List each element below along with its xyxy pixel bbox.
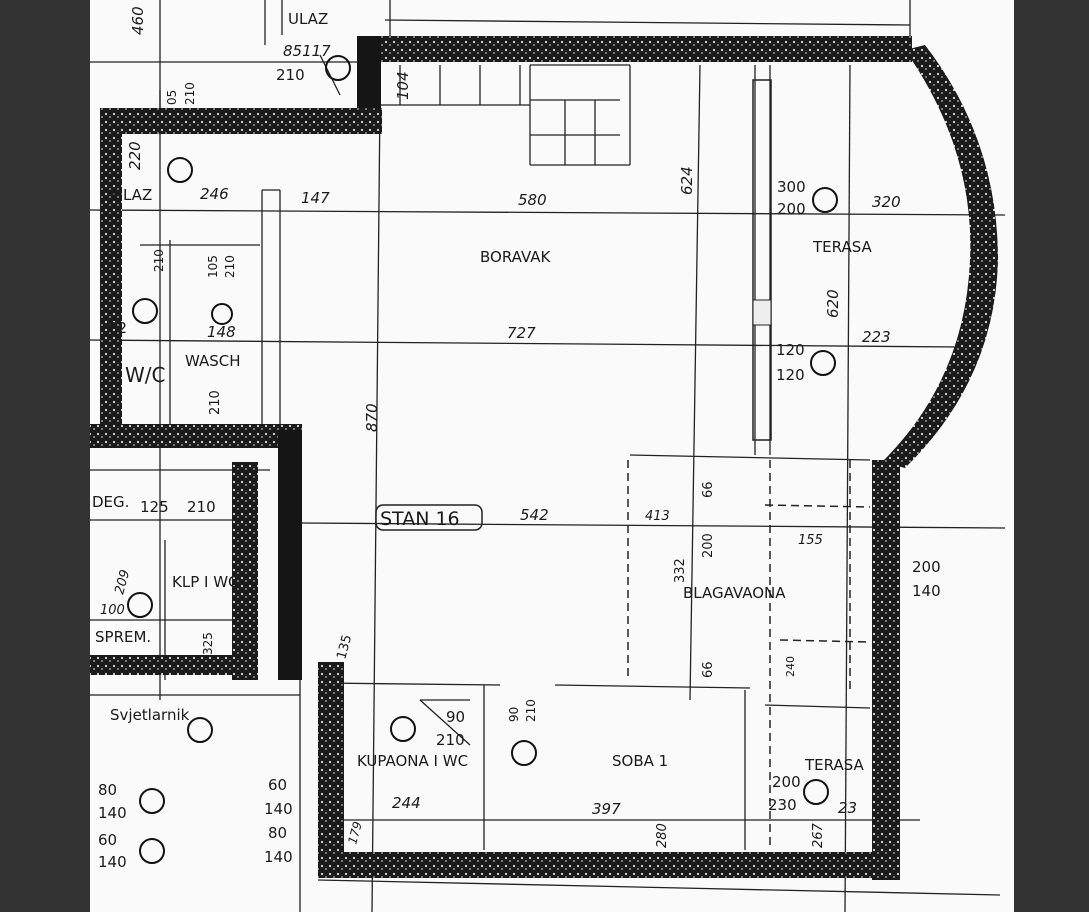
- dimension-label: 200: [701, 533, 716, 558]
- dimension-label: 210: [524, 699, 538, 722]
- dimension-label: 140: [912, 582, 941, 600]
- dimension-label: 23: [838, 799, 857, 817]
- dimension-label: 870: [363, 403, 381, 432]
- room-label-sprem: SPREM.: [95, 628, 151, 646]
- dimension-label: 105: [206, 255, 220, 278]
- room-label-ulaz: ULAZ: [112, 186, 152, 204]
- room-label-deg: DEG.: [92, 493, 129, 511]
- door-marker: [211, 303, 233, 325]
- dimension-label: 147: [301, 189, 330, 207]
- room-label-soba: SOBA 1: [612, 752, 668, 770]
- door-marker: [132, 298, 158, 324]
- dimension-label: 66: [701, 661, 716, 678]
- dimension-label: 135: [334, 633, 355, 661]
- room-label-terasa: TERASA: [812, 238, 873, 256]
- dimension-label: 05: [165, 90, 179, 105]
- floor-plan-scan: ULAZ ULAZ BORAVAK TERASA WASCH W/C DEG. …: [89, 0, 1014, 912]
- dimension-label: 210: [436, 731, 465, 749]
- dimension-label: 320: [872, 193, 901, 211]
- dimension-label: 200: [777, 200, 806, 218]
- room-label-klp-wc: KLP I WC: [172, 573, 239, 591]
- dimension-label: 140: [98, 804, 127, 822]
- dimension-label: 220: [126, 141, 144, 170]
- room-label-ulaz-top: ULAZ: [288, 10, 328, 28]
- dimension-label: 727: [507, 324, 536, 342]
- dimension-label: 80: [98, 781, 117, 799]
- dimension-label: 267: [811, 822, 826, 848]
- dimension-label: 90: [446, 708, 465, 726]
- dimension-label: 210: [187, 498, 216, 516]
- dimension-label: 66: [701, 481, 716, 498]
- dimension-label: 82: [108, 319, 127, 337]
- door-marker: [511, 740, 537, 766]
- dimension-label: 140: [98, 853, 127, 871]
- room-label-svjetlarnik: Svjetlarnik: [110, 706, 190, 724]
- room-labels: ULAZ ULAZ BORAVAK TERASA WASCH W/C DEG. …: [92, 10, 873, 774]
- dimension-label: 80: [268, 824, 287, 842]
- dimension-label: 240: [784, 656, 797, 677]
- dimension-label: 210: [208, 390, 223, 415]
- dimension-label: 120: [776, 366, 805, 384]
- dimension-label: 60: [98, 831, 117, 849]
- dimension-label: 85117: [283, 42, 331, 60]
- dimension-label: 413: [645, 509, 670, 524]
- door-marker: [139, 838, 165, 864]
- dimension-label: 223: [862, 328, 891, 346]
- dimension-label: 90: [507, 707, 521, 722]
- dimension-label: 140: [264, 800, 293, 818]
- dimension-lines: [89, 0, 1006, 912]
- dimension-label: 280: [655, 823, 670, 848]
- room-label-terasa-bottom: TERASA: [804, 756, 865, 774]
- dimension-label: 60: [268, 776, 287, 794]
- dimension-label: 209: [112, 568, 133, 596]
- dimension-label: 120: [776, 341, 805, 359]
- dimension-label: 332: [673, 558, 688, 583]
- dimension-label: 125: [140, 498, 169, 516]
- dimension-label: 155: [798, 533, 823, 548]
- door-marker: [803, 779, 829, 805]
- dimension-label: 397: [592, 800, 621, 818]
- door-marker: [139, 788, 165, 814]
- room-label-wasch: WASCH: [185, 352, 241, 370]
- door-marker: [812, 187, 838, 213]
- door-marker: [127, 592, 153, 618]
- door-marker: [325, 55, 351, 81]
- dimension-label: 210: [276, 66, 305, 84]
- room-label-boravak: BORAVAK: [480, 248, 552, 266]
- dimension-label: 140: [264, 848, 293, 866]
- dimension-label: 624: [678, 166, 696, 195]
- dimension-label: 200: [772, 773, 801, 791]
- dimension-label: 104: [394, 71, 412, 100]
- floor-plan-drawing: ULAZ ULAZ BORAVAK TERASA WASCH W/C DEG. …: [89, 0, 1006, 912]
- dimension-label: 210: [152, 249, 166, 272]
- dimension-label: 244: [392, 794, 421, 812]
- dimension-label: 230: [768, 796, 797, 814]
- door-marker: [810, 350, 836, 376]
- door-marker: [187, 717, 213, 743]
- door-markers: [127, 55, 838, 864]
- dimension-labels: 460 85117 210 104 05 210 220 246 147 580…: [98, 6, 941, 871]
- dimension-label: 246: [200, 185, 229, 203]
- dimension-label: 325: [201, 632, 215, 655]
- dimension-label: 179: [345, 820, 364, 846]
- dimension-label: 580: [518, 191, 547, 209]
- room-label-wc: W/C: [125, 363, 165, 387]
- room-label-blagavaona: BLAGAVAONA: [683, 584, 786, 602]
- dimension-label: 542: [520, 506, 549, 524]
- dimension-label: 200: [912, 558, 941, 576]
- dimension-label: 148: [207, 323, 236, 341]
- dimension-label: 620: [824, 289, 842, 318]
- room-label-kupaona: KUPAONA I WC: [357, 752, 468, 770]
- dimension-label: 300: [777, 178, 806, 196]
- dimension-label: 210: [223, 255, 237, 278]
- door-marker: [390, 716, 416, 742]
- dimension-label: 460: [129, 6, 147, 35]
- dimension-label: 100: [100, 603, 125, 618]
- apartment-tag: STAN 16: [380, 508, 460, 530]
- apartment-tag-frame: [375, 504, 483, 531]
- door-marker: [167, 157, 193, 183]
- dimension-label: 210: [183, 82, 197, 105]
- walls: [90, 36, 998, 880]
